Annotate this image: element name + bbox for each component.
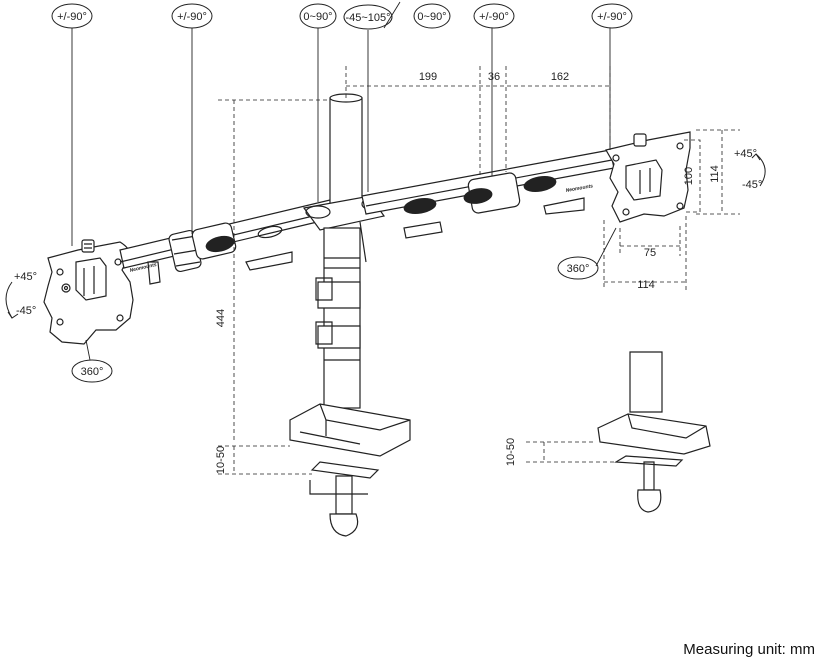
right-vesa-plate xyxy=(605,131,691,223)
dim-segment-c: 162 xyxy=(551,71,569,83)
dim-vesa-outer-width: 114 xyxy=(637,279,655,291)
center-pole xyxy=(302,93,386,409)
dim-clamp-range-right: 10-50 xyxy=(505,438,517,466)
label-left-swivel: 360° xyxy=(81,366,104,378)
left-arm xyxy=(119,199,335,285)
label-right-tilt-up: +45° xyxy=(734,148,757,160)
label-center-pole-left: 0~90° xyxy=(303,11,332,23)
dim-vesa-inner-height: 100 xyxy=(683,167,695,185)
right-arm xyxy=(361,149,615,239)
label-right-tilt-down: -45° xyxy=(742,179,762,191)
label-left-tilt-down: -45° xyxy=(16,305,36,317)
tilt-arrows xyxy=(5,153,766,319)
tilt-labels: +45° -45° +45° -45° xyxy=(14,148,762,317)
brand-right-arm: Neomounts xyxy=(565,183,593,194)
desk-clamp-left xyxy=(289,403,411,537)
height-labels: 444 10-50 10-50 xyxy=(215,309,517,474)
dim-vesa-inner-width: 75 xyxy=(644,247,656,259)
vesa-dimension-labels: 100 114 75 114 xyxy=(637,165,721,291)
label-center-pole-mid: -45~105° xyxy=(345,12,390,24)
label-left-elbow: +/-90° xyxy=(177,11,207,23)
left-vesa-plate xyxy=(43,239,134,345)
label-right-swivel: 360° xyxy=(567,263,590,275)
rotation-labels: +/-90° +/-90° 0~90° -45~105° 0~90° +/-90… xyxy=(57,11,627,24)
label-left-vesa-tilt: +/-90° xyxy=(57,11,87,23)
measuring-unit-note: Measuring unit: mm xyxy=(683,641,815,658)
dim-segment-a: 199 xyxy=(419,71,437,83)
label-left-tilt-up: +45° xyxy=(14,271,37,283)
swivel-labels: 360° 360° xyxy=(81,263,590,378)
dim-pole-height: 444 xyxy=(215,309,227,327)
label-ovals xyxy=(51,3,633,383)
arm-dimension-labels: 199 36 162 xyxy=(419,71,569,83)
label-right-elbow: +/-90° xyxy=(479,11,509,23)
dim-vesa-outer-height: 114 xyxy=(709,165,721,183)
label-center-pole-right: 0~90° xyxy=(417,11,446,23)
desk-clamp-right xyxy=(597,351,711,513)
dim-clamp-range-left: 10-50 xyxy=(215,446,227,474)
label-right-vesa-tilt: +/-90° xyxy=(597,11,627,23)
dim-segment-b: 36 xyxy=(488,71,500,83)
dimension-lines xyxy=(218,66,740,475)
